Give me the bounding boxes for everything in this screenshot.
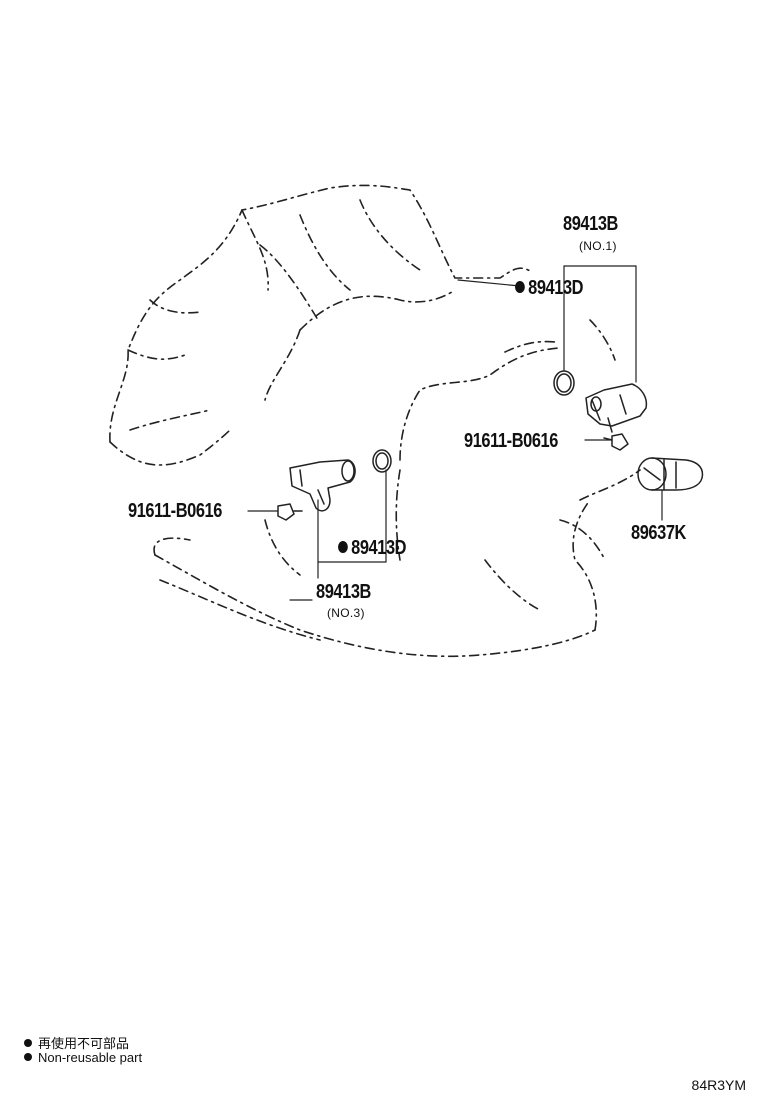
sensor-no3-shape <box>289 459 356 512</box>
part-label-89413b-no3[interactable]: 89413B <box>316 581 371 603</box>
part-label-91611-b0616-right[interactable]: 91611-B0616 <box>464 430 558 452</box>
part-label-89413b-no1[interactable]: 89413B <box>563 213 618 235</box>
leader-lines <box>247 265 663 601</box>
non-reusable-dot-icon <box>515 281 525 293</box>
illustration-id: 84R3YM <box>691 1077 746 1093</box>
legend-line-japanese: 再使用不可部品 <box>24 1033 129 1052</box>
part-note-no3: (NO.3) <box>327 606 365 620</box>
part-label-89637k[interactable]: 89637K <box>631 522 686 544</box>
part-label-89413d-mid[interactable]: 89413D <box>338 537 407 560</box>
transmission-outline <box>109 184 641 658</box>
bolt-right-shape <box>603 433 629 451</box>
bolt-left-shape <box>277 503 303 521</box>
part-note-no1: (NO.1) <box>579 239 617 253</box>
sensor-no1-shape <box>585 383 648 433</box>
part-label-89413d-top[interactable]: 89413D <box>515 277 584 300</box>
gasket-top-ring <box>553 370 575 396</box>
non-reusable-dot-icon <box>338 541 348 553</box>
sensor-89637k-shape <box>637 457 704 491</box>
legend-dot-icon <box>24 1039 32 1047</box>
part-label-91611-b0616-left[interactable]: 91611-B0616 <box>128 500 222 522</box>
legend-line-english: Non-reusable part <box>24 1050 142 1065</box>
gasket-mid-ring <box>372 449 392 473</box>
legend-dot-icon <box>24 1053 32 1061</box>
